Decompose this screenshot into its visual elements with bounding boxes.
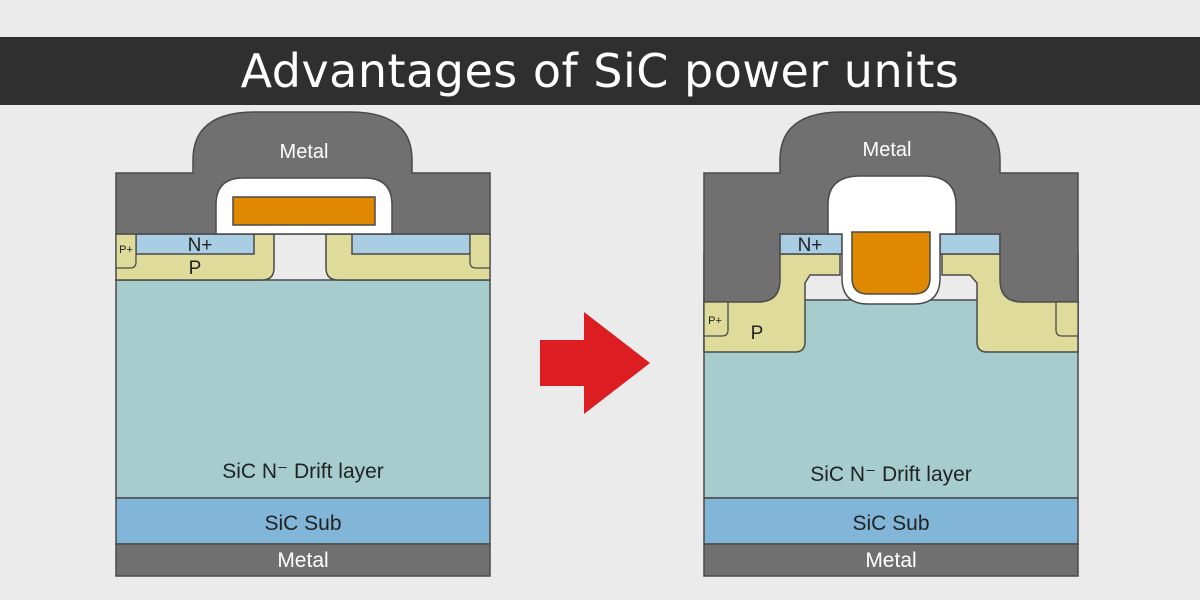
trench-gate-electrode <box>851 231 931 295</box>
planar-p-plus-left <box>115 233 137 269</box>
planar-bottom-metal <box>115 543 491 577</box>
trench-bottom-metal-label: Metal <box>865 549 916 572</box>
planar-top-metal <box>115 111 491 235</box>
planar-n-plus-label: N+ <box>188 235 213 256</box>
planar-gate-electrode <box>232 196 376 226</box>
trench-sub-label: SiC Sub <box>852 512 929 535</box>
trench-p-plus-label: P+ <box>708 315 722 327</box>
planar-p-label: P <box>189 258 202 279</box>
trench-substrate <box>703 497 1079 545</box>
trench-p-plus-right <box>1055 301 1079 337</box>
trench-drift-label: SiC N⁻ Drift layer <box>810 463 972 486</box>
planar-bottom-metal-label: Metal <box>277 549 328 572</box>
trench-n-plus-label: N+ <box>798 235 823 256</box>
trench-p-plus-left <box>703 301 729 337</box>
planar-top-metal-label: Metal <box>280 141 329 163</box>
trench-bottom-metal <box>703 543 1079 577</box>
trench-n-plus-right <box>939 233 1001 255</box>
planar-p-plus-label: P+ <box>119 244 133 256</box>
page-title: Advantages of SiC power units <box>240 44 960 98</box>
planar-sub-label: SiC Sub <box>264 512 341 535</box>
planar-drift-layer <box>115 279 491 499</box>
right-arrow-icon <box>540 312 650 414</box>
planar-p-plus-right <box>469 233 491 269</box>
trench-p-label: P <box>751 323 764 344</box>
planar-mosfet-structure: Metal N+ P+ P SiC N⁻ Drift layer SiC Sub… <box>115 111 491 577</box>
trench-mosfet-structure: Metal N+ P+ P SiC N⁻ Drift layer SiC Sub… <box>703 111 1079 577</box>
trench-top-metal-label: Metal <box>863 139 912 161</box>
planar-drift-label: SiC N⁻ Drift layer <box>222 460 384 483</box>
planar-substrate <box>115 497 491 545</box>
planar-n-plus-right <box>351 233 471 255</box>
title-banner: Advantages of SiC power units <box>0 37 1200 105</box>
